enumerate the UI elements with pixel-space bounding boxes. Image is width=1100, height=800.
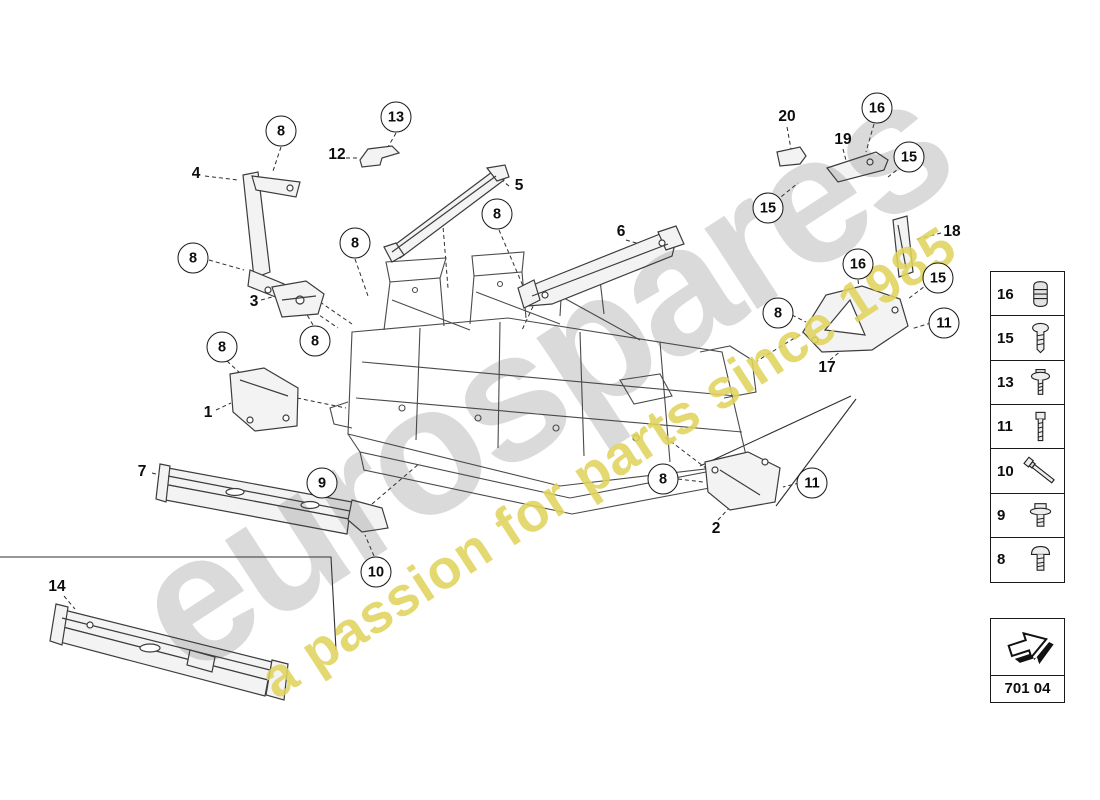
button-head-screw-icon [1020, 542, 1061, 578]
part-12-bracket [359, 145, 401, 168]
callout-11[interactable]: 11 [928, 307, 960, 339]
legend-row-13[interactable]: 13 [990, 359, 1065, 406]
callout-8[interactable]: 8 [177, 242, 209, 274]
callout-8[interactable]: 8 [339, 227, 371, 259]
callout-8[interactable]: 8 [299, 325, 331, 357]
legend-row-15[interactable]: 15 [990, 315, 1065, 362]
legend-number: 9 [997, 507, 1006, 525]
callout-10[interactable]: 10 [360, 556, 392, 588]
callout-18[interactable]: 18 [943, 223, 961, 240]
diagram-code-box: 701 04 [990, 618, 1065, 703]
callout-11[interactable]: 11 [796, 467, 828, 499]
callout-20[interactable]: 20 [778, 108, 796, 125]
fastener-legend: 16 15 13 11 10 9 8 [990, 271, 1065, 583]
direction-arrow-icon [990, 618, 1065, 676]
part-7-sill [155, 463, 389, 535]
part-19-bracket [825, 151, 889, 183]
part-17-bracket [802, 285, 909, 353]
callout-9[interactable]: 9 [306, 467, 338, 499]
long-bolt-icon [1020, 453, 1061, 489]
callout-15[interactable]: 15 [752, 192, 784, 224]
legend-row-9[interactable]: 9 [990, 492, 1065, 539]
legend-row-11[interactable]: 11 [990, 403, 1065, 450]
part-5-bar [383, 164, 510, 263]
callout-12[interactable]: 12 [328, 146, 346, 163]
part-18-strip [892, 215, 914, 278]
callout-8[interactable]: 8 [206, 331, 238, 363]
washer-bolt-icon [1020, 365, 1061, 401]
callout-15[interactable]: 15 [893, 141, 925, 173]
part-6-crossmember [517, 225, 685, 309]
callout-2[interactable]: 2 [711, 520, 721, 537]
callout-8[interactable]: 8 [265, 115, 297, 147]
callout-16[interactable]: 16 [842, 248, 874, 280]
legend-row-16[interactable]: 16 [990, 271, 1065, 317]
part-3-bracket [271, 280, 325, 318]
callout-1[interactable]: 1 [203, 404, 213, 421]
grommet-icon [1020, 276, 1061, 312]
callout-6[interactable]: 6 [616, 223, 626, 240]
callout-4[interactable]: 4 [191, 165, 201, 182]
part-2-bracket [704, 451, 781, 511]
part-1-bracket [229, 367, 299, 432]
diagram-code: 701 04 [990, 676, 1065, 703]
callout-8[interactable]: 8 [647, 463, 679, 495]
callout-8[interactable]: 8 [762, 297, 794, 329]
callout-15[interactable]: 15 [922, 262, 954, 294]
detached-parts [49, 145, 914, 701]
pan-head-screw-icon [1020, 320, 1061, 356]
legend-number: 11 [997, 418, 1013, 436]
legend-number: 15 [997, 329, 1014, 347]
callout-17[interactable]: 17 [818, 359, 836, 376]
part-20-bracket [776, 146, 807, 167]
callout-5[interactable]: 5 [514, 177, 524, 194]
callout-16[interactable]: 16 [861, 92, 893, 124]
callout-19[interactable]: 19 [834, 131, 852, 148]
callout-3[interactable]: 3 [249, 293, 259, 310]
part-14-sill [49, 603, 289, 701]
legend-number: 13 [997, 374, 1014, 392]
callout-8[interactable]: 8 [481, 198, 513, 230]
legend-number: 10 [997, 462, 1014, 480]
callout-14[interactable]: 14 [48, 578, 66, 595]
legend-number: 16 [997, 285, 1014, 303]
callout-7[interactable]: 7 [137, 463, 147, 480]
cylinder-bolt-icon [1020, 409, 1061, 445]
flange-bolt-icon [1020, 498, 1061, 534]
callout-13[interactable]: 13 [380, 101, 412, 133]
legend-number: 8 [997, 551, 1006, 569]
reference-lines [0, 395, 857, 651]
legend-row-10[interactable]: 10 [990, 448, 1065, 495]
legend-row-8[interactable]: 8 [990, 536, 1065, 583]
